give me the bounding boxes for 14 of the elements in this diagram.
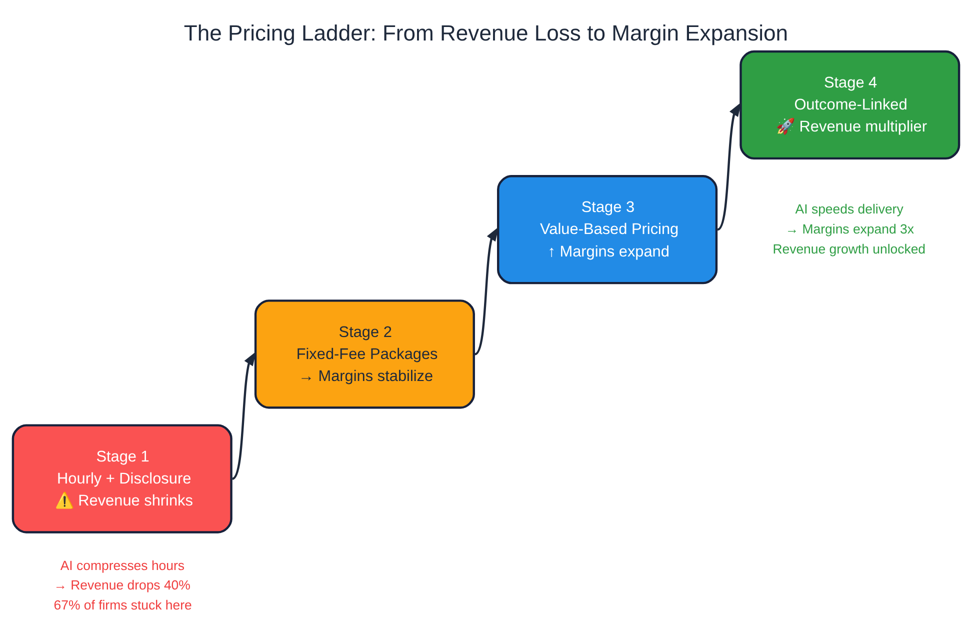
node-label: → Revenue drops 40% xyxy=(54,578,190,593)
node-label: AI compresses hours xyxy=(60,558,185,573)
node-label: Revenue growth unlocked xyxy=(772,241,926,256)
arrow xyxy=(232,351,256,480)
diagram-title: The Pricing Ladder: From Revenue Loss to Margin Expansion xyxy=(184,20,788,46)
arrow xyxy=(474,226,499,356)
node-box: Stage 3 Value-Based Pricing ↑ Margins expand xyxy=(497,175,718,284)
node-box: Stage 1 Hourly + Disclosure ⚠ Revenue shrinks xyxy=(12,424,232,534)
node-label: → Margins expand 3x xyxy=(785,222,914,237)
node-box: Stage 2 Fixed-Fee Packages → Margins stabilize xyxy=(254,300,475,409)
node-label: 67% of firms stuck here xyxy=(54,598,192,613)
arrow xyxy=(716,102,742,230)
node-box: Stage 4 Outcome-Linked 🚀 Revenue multiplier xyxy=(740,50,960,160)
node-label: AI speeds delivery xyxy=(795,202,904,217)
